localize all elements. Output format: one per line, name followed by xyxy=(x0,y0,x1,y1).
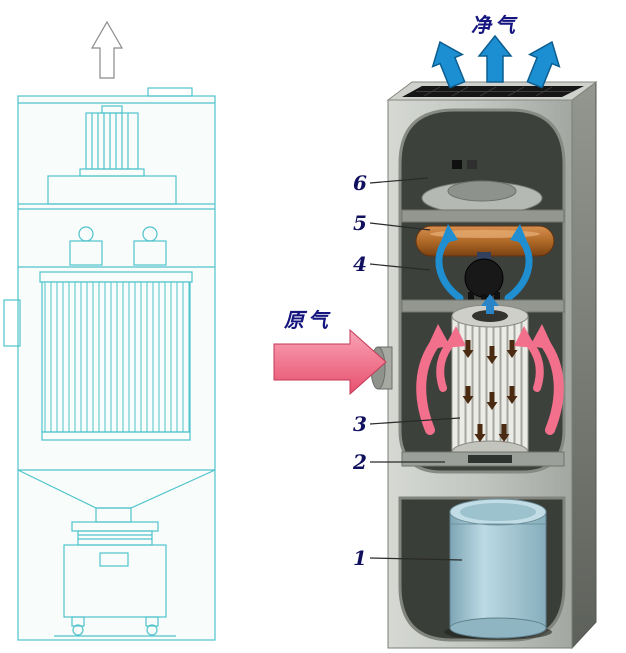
callout-1-number: 1 xyxy=(353,546,367,570)
indicator-light-1 xyxy=(452,160,462,169)
access-panel xyxy=(3,299,21,347)
pulse-valve-left xyxy=(69,226,103,266)
filter-bundle xyxy=(41,281,191,433)
fan-motor-outline xyxy=(79,105,145,177)
callout-5-number: 5 xyxy=(353,211,367,235)
outlet-arrow-outline xyxy=(90,20,124,79)
indicator-light-2 xyxy=(467,160,477,169)
filter-bundle-bottom-plate xyxy=(41,431,191,441)
clean-air-flow-arrows xyxy=(435,224,533,302)
callout-3-number: 3 xyxy=(353,412,367,436)
callout-6-number: 6 xyxy=(353,171,367,195)
callout-2-number: 2 xyxy=(352,450,367,474)
callout-6: 6 xyxy=(353,171,429,195)
pulse-valve-right xyxy=(133,226,167,266)
clean-air-label: 净气 xyxy=(471,13,519,37)
cabinet-side-face xyxy=(571,81,597,650)
cartridge-up-arrow xyxy=(481,294,499,314)
callouts: 6 5 4 3 2 1 xyxy=(352,171,463,570)
dust-down-arrows xyxy=(462,340,518,442)
fan-section xyxy=(421,160,543,215)
clean-air-outlet-arrows xyxy=(431,34,561,89)
callout-3: 3 xyxy=(353,412,461,436)
raw-air-arrow xyxy=(273,328,387,396)
drum-plate xyxy=(99,552,129,567)
left-cad-drawing xyxy=(3,20,216,641)
motor-assembly xyxy=(464,252,504,304)
right-cutaway-rendering xyxy=(273,34,598,650)
dust-drum xyxy=(63,544,167,618)
dust-bucket xyxy=(444,498,552,640)
callout-5: 5 xyxy=(353,211,431,235)
callout-2: 2 xyxy=(352,450,445,474)
support-plate xyxy=(401,451,565,467)
callout-1: 1 xyxy=(353,546,463,570)
raw-air-label: 原气 xyxy=(283,308,332,332)
shelf-upper xyxy=(401,209,565,223)
callout-4: 4 xyxy=(353,252,431,276)
filter-cartridge xyxy=(451,294,529,464)
top-grille xyxy=(402,86,584,97)
callout-4-number: 4 xyxy=(353,252,367,276)
top-duct-step xyxy=(147,87,193,97)
drum-casters xyxy=(71,616,159,636)
